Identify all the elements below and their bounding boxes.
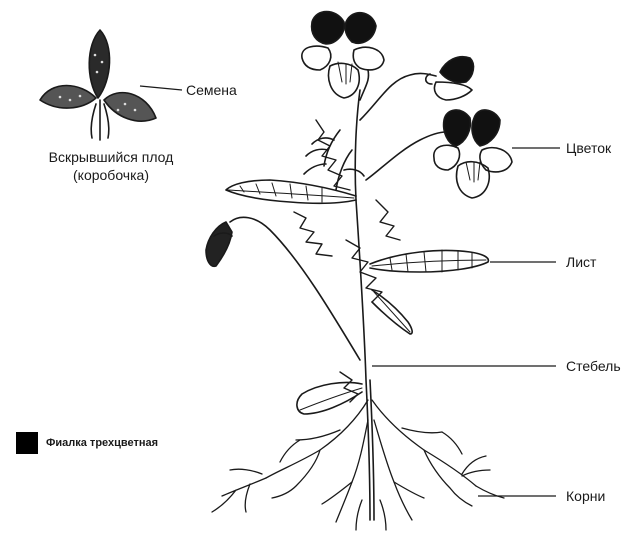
- flower-top-drawing: [302, 12, 384, 99]
- upper-left-leaf: [226, 130, 364, 203]
- label-fruit-line1: Вскрывшийся плод: [16, 150, 206, 164]
- pointer-seeds: [140, 86, 182, 90]
- flower-side-drawing: [426, 57, 474, 100]
- flower-stalk-top: [360, 70, 369, 100]
- label-seeds: Семена: [186, 83, 237, 97]
- capsule-fruit-drawing: [40, 30, 156, 140]
- label-leaf: Лист: [566, 255, 596, 269]
- label-flower: Цветок: [566, 141, 611, 155]
- label-roots: Корни: [566, 489, 605, 503]
- lower-leaf: [297, 372, 362, 414]
- right-leaf: [346, 200, 488, 334]
- legend-text: Фиалка трехцветная: [46, 438, 158, 449]
- flower-main-drawing: [434, 110, 512, 198]
- roots-drawing: [212, 400, 504, 530]
- label-fruit-line2: (коробочка): [16, 168, 206, 182]
- legend-swatch: [16, 432, 38, 454]
- flower-bud-drawing: [206, 222, 232, 266]
- flower-stalk-drooping: [230, 217, 360, 360]
- label-stem: Стебель: [566, 359, 621, 373]
- main-stem: [355, 90, 370, 520]
